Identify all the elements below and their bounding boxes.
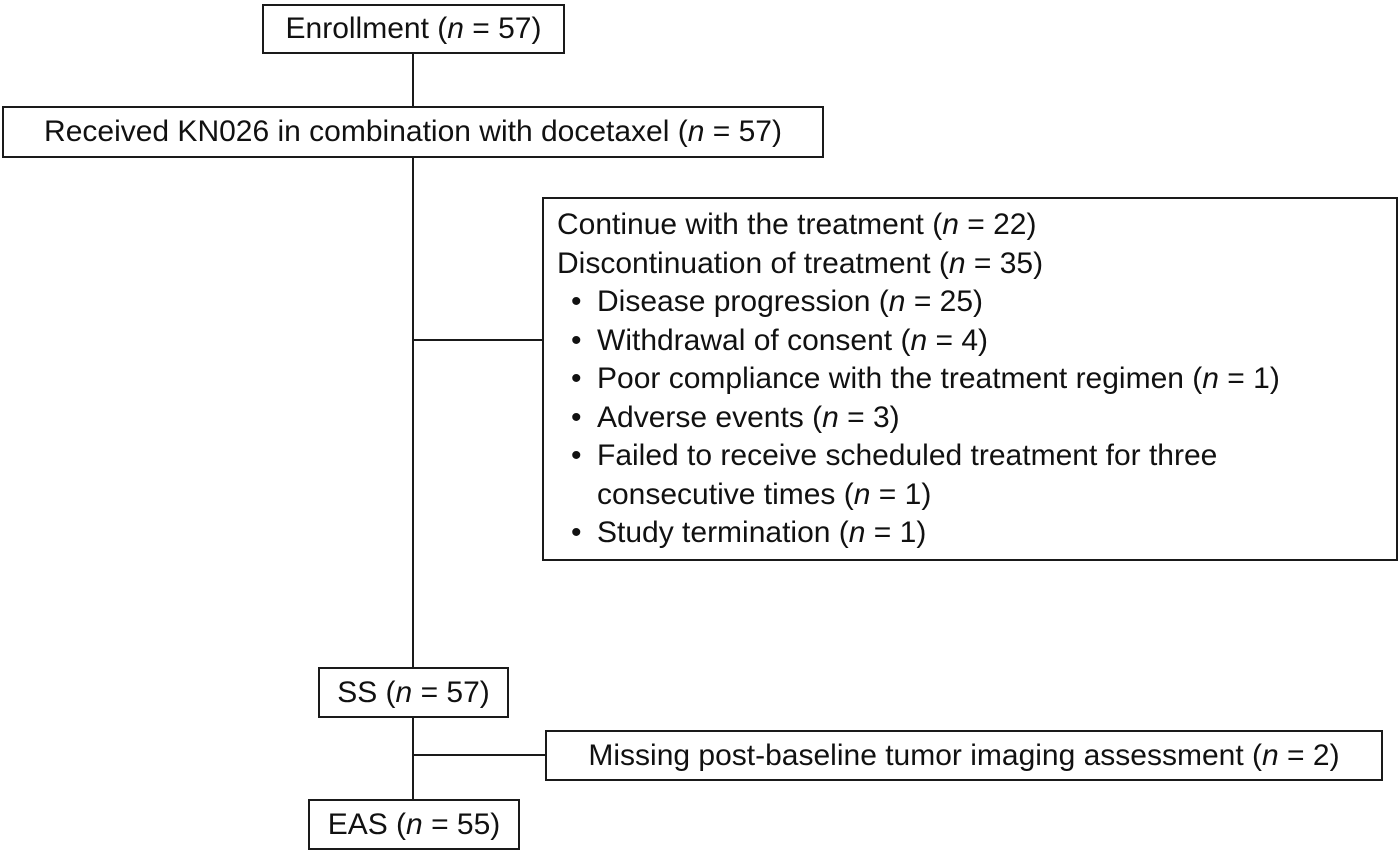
connector-to-status-box [414, 339, 543, 341]
reason-adverse-events: • Adverse events (n = 3) [557, 399, 1384, 438]
received-treatment-text: Received KN026 in combination with docet… [44, 115, 782, 148]
discontinuation-line: Discontinuation of treatment (n = 35) [557, 246, 1044, 280]
reason-disease-progression: • Disease progression (n = 25) [557, 283, 1384, 322]
connector-received-ss [412, 158, 414, 667]
enrollment-text: Enrollment (n = 57) [285, 12, 542, 45]
continue-treatment-line: Continue with the treatment (n = 22) [557, 208, 1037, 241]
reason-study-termination: • Study termination (n = 1) [557, 514, 1384, 553]
missing-assessment-text: Missing post-baseline tumor imaging asse… [588, 738, 1340, 772]
bullet: • [571, 400, 582, 434]
reason-failed-scheduled-treatment-continued: consecutive times (n = 1) [597, 477, 932, 511]
reason-failed-scheduled-treatment: • Failed to receive scheduled treatment … [557, 437, 1384, 476]
reason-withdrawal-of-consent: • Withdrawal of consent (n = 4) [557, 322, 1384, 361]
bullet: • [571, 516, 582, 549]
treatment-status-box: Continue with the treatment (n = 22) Dis… [542, 197, 1398, 561]
bullet: • [571, 362, 582, 395]
enrollment-box: Enrollment (n = 57) [262, 4, 565, 54]
connector-enrollment-received [412, 54, 414, 106]
bullet: • [571, 439, 582, 472]
connector-to-missing-box [414, 754, 546, 756]
ss-text: SS (n = 57) [337, 675, 490, 709]
received-treatment-box: Received KN026 in combination with docet… [2, 106, 824, 158]
connector-ss-eas [412, 718, 414, 799]
eas-text: EAS (n = 55) [327, 807, 501, 841]
missing-assessment-box: Missing post-baseline tumor imaging asse… [545, 730, 1383, 781]
bullet: • [571, 285, 582, 318]
bullet: • [571, 323, 582, 357]
reason-poor-compliance: • Poor compliance with the treatment reg… [557, 360, 1384, 399]
eas-box: EAS (n = 55) [308, 799, 520, 850]
ss-box: SS (n = 57) [318, 667, 509, 718]
